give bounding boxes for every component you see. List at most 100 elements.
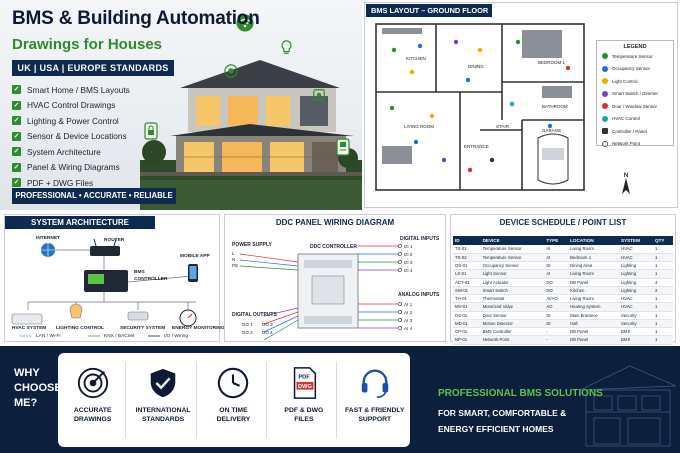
table-cell: 1 xyxy=(653,253,673,263)
di-label: DI 4 xyxy=(404,268,413,273)
security-camera-icon xyxy=(127,311,149,321)
table-cell: AI/AO xyxy=(544,294,569,304)
checkbox-icon: ✓ xyxy=(12,131,21,141)
door-sensor-icon xyxy=(602,103,608,110)
di-label: DI 1 xyxy=(404,244,413,249)
column-header: DEVICE xyxy=(480,236,545,245)
wifi-icon xyxy=(236,14,254,32)
device-marker xyxy=(547,123,553,129)
device-marker xyxy=(489,157,495,163)
table-cell: DO xyxy=(544,278,569,287)
table-cell: Dining Area xyxy=(568,261,620,271)
checkbox-icon: ✓ xyxy=(12,100,21,110)
security-label: SECURITY SYSTEM xyxy=(120,326,166,331)
feature-label: Smart Home / BMS Layouts xyxy=(27,84,130,95)
device-marker xyxy=(409,69,415,75)
device-marker xyxy=(417,43,423,49)
why-line: ME? xyxy=(14,397,38,409)
shield-check-icon xyxy=(150,368,176,398)
table-cell: Living Room xyxy=(568,294,620,304)
legend-item: Controller / Panel xyxy=(597,125,673,138)
ddc-header: DDC PANEL WIRING DIAGRAM xyxy=(226,216,444,229)
room-label: DINING xyxy=(468,64,484,69)
lightbulb-icon xyxy=(69,303,83,319)
terminal-icon xyxy=(398,302,402,306)
legend-label: Smart Switch / Dimmer xyxy=(612,91,659,97)
room-label: STAIR xyxy=(496,124,510,129)
legend-io-label: I/O / Wiring xyxy=(164,334,188,339)
room-label: LIVING ROOM xyxy=(404,124,434,129)
promo-line: FOR SMART, COMFORTABLE & xyxy=(438,408,567,418)
table-cell: 1 xyxy=(653,245,673,254)
energy-label: ENERGY MONITORING xyxy=(172,326,225,331)
feature-item: ✓Sensor & Device Locations xyxy=(12,129,130,145)
legend-label: Controller / Panel xyxy=(612,128,647,134)
hvac-label: HVAC SYSTEM xyxy=(12,326,47,331)
digital-inputs-label: DIGITAL INPUTS xyxy=(400,236,440,242)
table-cell: 1 xyxy=(653,335,673,345)
table-cell: - xyxy=(544,335,569,345)
table-cell: NP-01 xyxy=(453,335,481,345)
legend-knx-label: KNX / BACnet xyxy=(104,334,135,339)
table-cell: Lighting xyxy=(619,278,653,287)
terminal-icon xyxy=(398,252,402,256)
ai-label: AI 3 xyxy=(404,318,413,323)
device-marker xyxy=(413,139,419,145)
table-cell: SW-01 xyxy=(453,286,481,296)
hero-title: BMS & Building Automation xyxy=(12,8,260,29)
power-line-label: PE xyxy=(232,263,239,268)
table-cell: HVAC xyxy=(619,245,653,254)
feature-label: Lighting & Power Control xyxy=(27,115,119,126)
table-cell: 4 xyxy=(653,278,673,287)
legend-item: HVAC Control xyxy=(597,113,673,126)
legend-title: LEGEND xyxy=(623,44,647,50)
table-cell: DI xyxy=(544,319,569,329)
feature-item: ✓System Architecture xyxy=(12,144,130,160)
table-cell: Motorized Valve xyxy=(480,302,545,312)
table-cell: AI xyxy=(544,245,569,254)
room-label: BEDROOM 1 xyxy=(538,60,566,65)
table-cell: LS-01 xyxy=(453,269,481,279)
terminal-icon xyxy=(398,268,402,272)
table-cell: Security xyxy=(619,311,653,320)
table-cell: Light Actuator xyxy=(480,278,545,287)
device-marker xyxy=(441,157,447,163)
architecture-header: SYSTEM ARCHITECTURE xyxy=(5,216,155,229)
house-outline-illustration xyxy=(579,365,677,447)
feature-list: ✓Smart Home / BMS Layouts ✓HVAC Control … xyxy=(12,82,130,191)
do-label: DO 1 xyxy=(242,322,253,327)
feature-label: HVAC Control Drawings xyxy=(27,100,116,111)
column-header: QTY xyxy=(653,236,673,245)
legend-lan-label: LAN / Wi-Fi xyxy=(36,334,61,339)
power-supply-label: POWER SUPPLY xyxy=(232,242,272,248)
di-label: DI 3 xyxy=(404,260,413,265)
table-cell: DB Panel xyxy=(568,327,620,337)
device-marker xyxy=(391,47,397,53)
table-cell: AI xyxy=(544,253,569,263)
lightbulb-icon xyxy=(281,40,292,54)
terminal-icon xyxy=(398,318,402,322)
promo-line: ENERGY EFFICIENT HOMES xyxy=(438,424,554,434)
lock-icon xyxy=(144,122,158,140)
feature-item: ✓Panel & Wiring Diagrams xyxy=(12,160,130,176)
table-cell: Hall xyxy=(568,319,620,329)
legend-item: Smart Switch / Dimmer xyxy=(597,88,673,101)
layout-header: BMS LAYOUT – GROUND FLOOR xyxy=(366,4,492,17)
thermostat-icon xyxy=(224,64,238,78)
feature-item: ✓Smart Home / BMS Layouts xyxy=(12,82,130,98)
legend-item: Light Control xyxy=(597,75,673,88)
do-label: DO 2 xyxy=(242,330,253,335)
checkbox-icon: ✓ xyxy=(12,162,21,172)
architecture-diagram xyxy=(11,238,198,337)
table-cell: Temperature Sensor xyxy=(480,245,545,254)
table-cell: 1 xyxy=(653,294,673,304)
table-cell: OS-01 xyxy=(453,261,481,271)
